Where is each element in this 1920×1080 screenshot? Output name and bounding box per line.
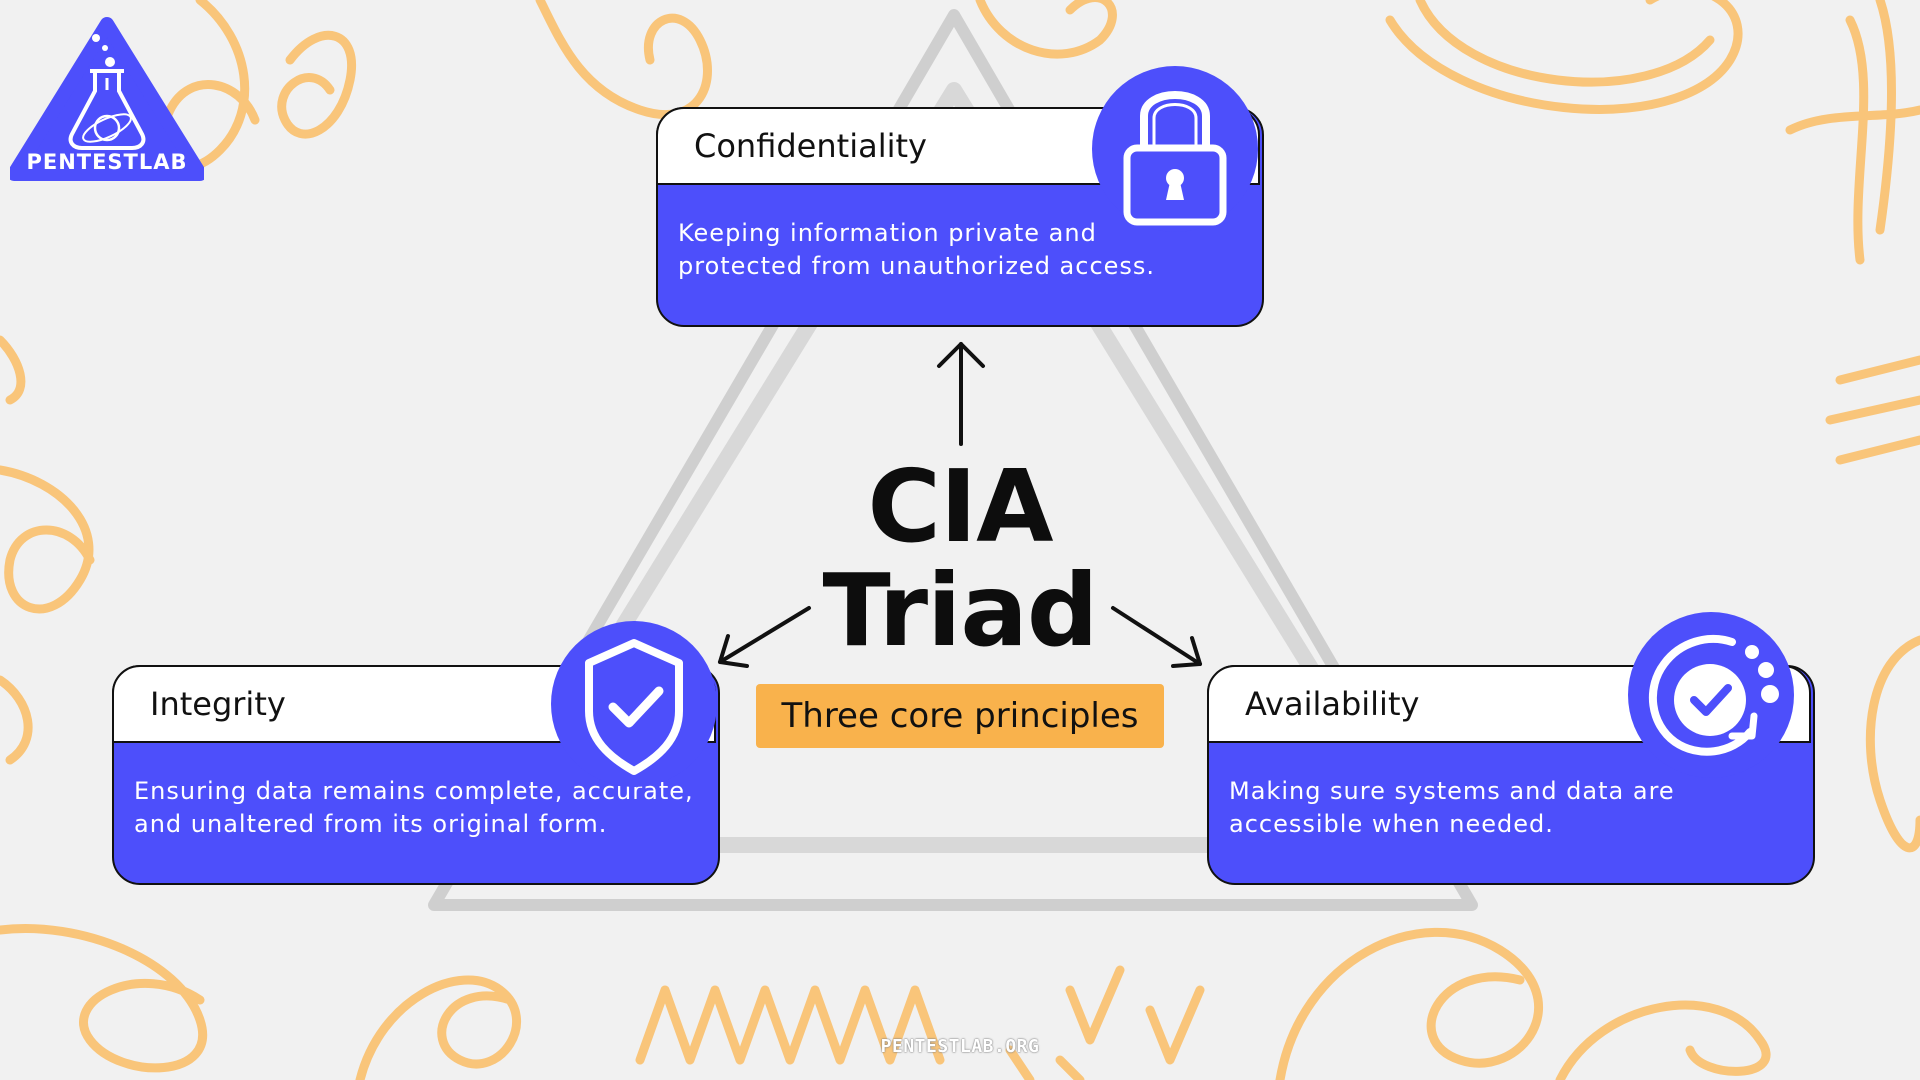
doodle-top-right-circle2 <box>1415 0 1715 87</box>
doodle-top-left-scribble <box>277 30 356 139</box>
doodle-right-zigzag <box>1845 0 1897 265</box>
availability-badge <box>1628 612 1794 778</box>
subtitle-badge: Three core principles <box>756 684 1164 748</box>
card-integrity-description-line1: Ensuring data remains complete, accurate… <box>134 777 694 805</box>
card-integrity-description-line2: and unaltered from its original form. <box>134 810 608 838</box>
card-confidentiality-description-line2: protected from unauthorized access. <box>678 252 1156 280</box>
confidentiality-badge <box>1092 66 1258 232</box>
center-title-line1: CIA <box>867 448 1054 565</box>
doodle-bottom-zigzag <box>635 985 945 1065</box>
pentestlab-logo: PENTESTLAB <box>7 16 207 188</box>
card-availability-title: Availability <box>1245 685 1420 723</box>
logo-wordmark: PENTESTLAB <box>26 150 188 174</box>
doodle-left-loop <box>0 465 95 614</box>
card-integrity-title: Integrity <box>150 685 286 723</box>
doodle-bottom-right-scribble <box>1555 1000 1771 1080</box>
arrow-to-confidentiality-icon <box>937 342 985 446</box>
doodle-right-side-loop <box>1865 635 1920 853</box>
doodle-bottom-left-scribble <box>355 975 522 1080</box>
padlock-icon <box>1123 91 1227 226</box>
shield-check-icon <box>585 639 683 775</box>
doodle-left-edge <box>0 335 26 405</box>
card-integrity-description: Ensuring data remains complete, accurate… <box>134 775 694 841</box>
doodle-top-center-left <box>535 0 712 120</box>
integrity-badge <box>551 621 717 787</box>
doodle-right-bars <box>1825 355 1920 465</box>
footer-url: PENTESTLAB.ORG <box>880 1036 1040 1057</box>
doodle-right-arrow <box>1785 105 1920 135</box>
doodle-top-center-swirl <box>975 0 1117 59</box>
doodle-bottom-checks <box>1005 965 1205 1080</box>
doodle-bottom-left-loop <box>0 924 207 1073</box>
card-confidentiality-description: Keeping information private and protecte… <box>678 217 1238 283</box>
card-availability-description-line1: Making sure systems and data are <box>1229 777 1675 805</box>
arrow-to-availability-icon <box>1111 606 1202 668</box>
card-confidentiality-title: Confidentiality <box>694 127 927 165</box>
center-subtitle: Three core principles <box>781 696 1139 736</box>
arrow-to-integrity-icon <box>718 606 811 668</box>
center-title-line2: Triad <box>822 552 1099 669</box>
flask-logo-icon <box>7 17 207 181</box>
card-confidentiality-description-line1: Keeping information private and <box>678 219 1097 247</box>
doodle-left-mid <box>0 675 33 765</box>
doodle-bottom-right-loop <box>1275 927 1544 1080</box>
card-availability-description-line2: accessible when needed. <box>1229 810 1554 838</box>
refresh-check-icon <box>1648 635 1779 756</box>
doodle-top-right-circle <box>1385 0 1743 114</box>
card-availability-description: Making sure systems and data are accessi… <box>1229 775 1789 841</box>
